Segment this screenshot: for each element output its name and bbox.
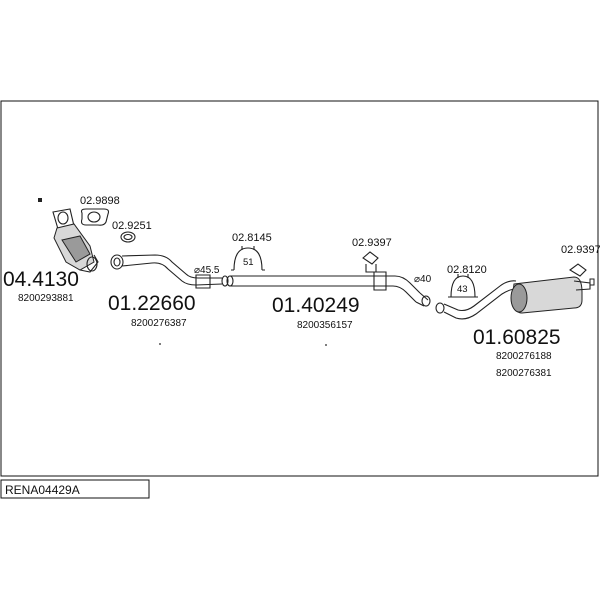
part-number: 01.22660 bbox=[108, 292, 196, 315]
accessory-number: 02.9397 bbox=[561, 244, 600, 256]
ring-drawing bbox=[120, 231, 136, 243]
catalytic-converter-drawing bbox=[52, 208, 99, 273]
diameter-label: ⌀40 bbox=[414, 274, 432, 285]
clamp-size-label: 51 bbox=[243, 257, 254, 268]
accessory-number: 02.9251 bbox=[112, 220, 152, 232]
front-pipe-drawing bbox=[110, 254, 229, 289]
part-number: 01.60825 bbox=[473, 326, 561, 349]
code-box bbox=[0, 479, 150, 499]
mark-square bbox=[38, 198, 42, 202]
diagram-frame bbox=[0, 100, 599, 477]
mark-dot bbox=[325, 344, 327, 346]
oem-number: 8200276381 bbox=[496, 368, 552, 379]
accessory-number: 02.8145 bbox=[232, 232, 272, 244]
accessory-number: 02.8120 bbox=[447, 264, 487, 276]
accessory-number: 02.9898 bbox=[80, 195, 120, 207]
oem-number: 8200276188 bbox=[496, 351, 552, 362]
clamp-drawing: 51 bbox=[231, 246, 265, 271]
rear-silencer-drawing bbox=[435, 263, 591, 320]
middle-pipe-drawing bbox=[226, 271, 431, 307]
hanger-drawing bbox=[362, 251, 379, 273]
accessory-number: 02.9397 bbox=[352, 237, 392, 249]
part-number: 01.40249 bbox=[272, 294, 360, 317]
mark-dot bbox=[159, 343, 161, 345]
mark-square bbox=[589, 278, 595, 286]
oem-number: 8200293881 bbox=[18, 293, 74, 304]
clamp-size-label: 43 bbox=[457, 284, 468, 295]
diagram-code: RENA04429A bbox=[5, 483, 80, 497]
part-number: 04.4130 bbox=[3, 268, 79, 291]
diameter-label: ⌀45.5 bbox=[194, 265, 220, 276]
clamp-drawing: 43 bbox=[448, 274, 478, 298]
oem-number: 8200276387 bbox=[131, 318, 187, 329]
oem-number: 8200356157 bbox=[297, 320, 353, 331]
gasket-drawing bbox=[80, 208, 110, 226]
